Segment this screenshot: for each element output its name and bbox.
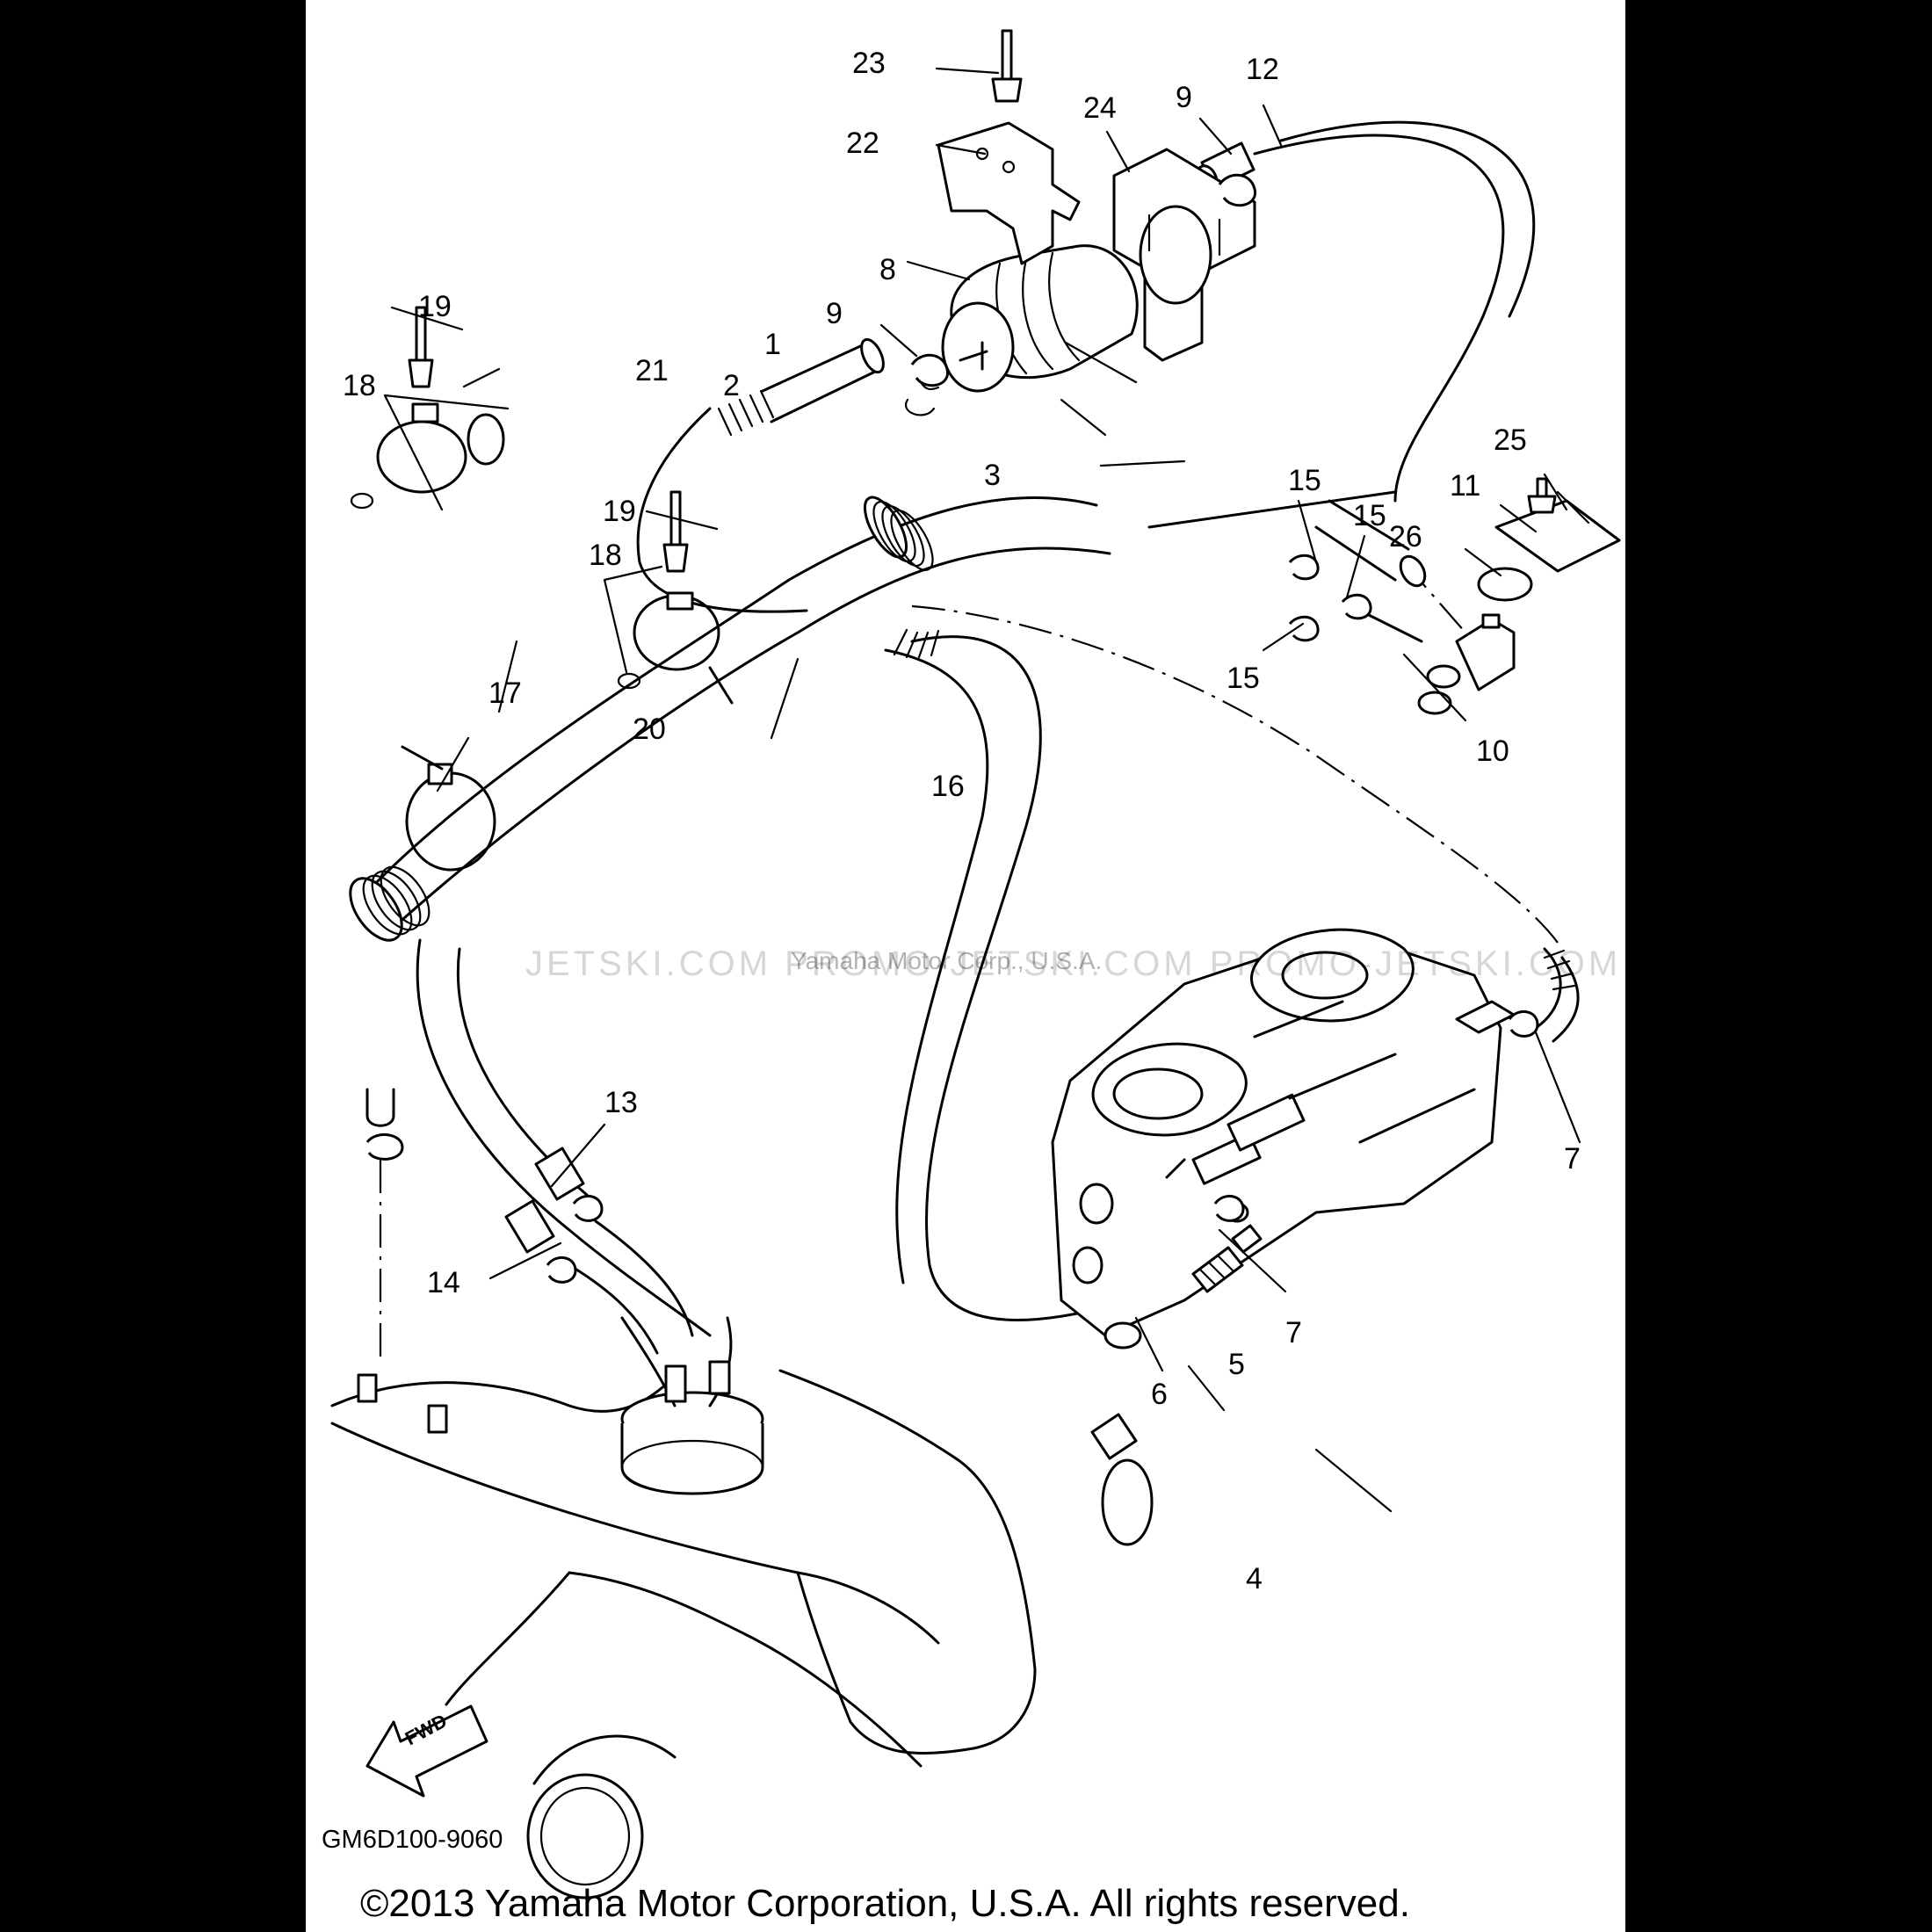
clamp-15-b (1341, 593, 1372, 620)
callout-19-top[interactable]: 19 (418, 290, 452, 323)
callout-8[interactable]: 8 (879, 253, 896, 286)
bracket-22 (937, 121, 1081, 265)
clamp-4 (1090, 1413, 1154, 1546)
hose-14 (504, 1199, 555, 1254)
callout-14[interactable]: 14 (427, 1266, 460, 1299)
callout-2[interactable]: 2 (723, 369, 740, 402)
callout-18-lower[interactable]: 18 (589, 539, 622, 572)
leader-lines (383, 67, 1590, 1513)
clamp-15-c (1288, 615, 1320, 642)
callout-25[interactable]: 25 (1494, 423, 1527, 457)
callout-4[interactable]: 4 (1246, 1562, 1263, 1596)
callout-18-top[interactable]: 18 (343, 369, 376, 402)
fuel-tank (330, 1316, 1037, 1899)
screw-25 (1527, 477, 1557, 514)
callout-23[interactable]: 23 (852, 47, 886, 80)
clamp-15-a (1288, 554, 1320, 581)
callout-16[interactable]: 16 (931, 770, 965, 803)
callout-13[interactable]: 13 (604, 1086, 638, 1119)
fitting-6 (1191, 1246, 1244, 1293)
callout-12[interactable]: 12 (1246, 53, 1279, 86)
copyright-notice: ©2013 Yamaha Motor Corporation, U.S.A. A… (360, 1882, 1410, 1925)
callout-22[interactable]: 22 (846, 127, 879, 160)
clamp-7-a (1213, 1195, 1245, 1222)
fuel-filter-8 (941, 244, 1139, 393)
callout-7-right[interactable]: 7 (1564, 1142, 1581, 1176)
clamp-7-b (1508, 1010, 1539, 1038)
callout-3[interactable]: 3 (984, 459, 1001, 492)
plate-11 (1494, 499, 1621, 573)
drawing-code: GM6D100-9060 (322, 1826, 503, 1854)
watermark-small: Yamaha Motor Corp., U.S.A. (791, 947, 1103, 974)
forward-arrow-icon (365, 1704, 488, 1798)
callout-9-top[interactable]: 9 (1176, 81, 1192, 114)
parts-diagram-sheet: JETSKI.COM PROMO-JETSKI.COM PROMO-JETSKI… (306, 0, 1625, 1932)
fuel-system-exploded-view (330, 29, 1621, 1899)
callout-19-lower[interactable]: 19 (603, 495, 636, 528)
callout-20[interactable]: 20 (633, 713, 666, 746)
bolt-23 (991, 29, 1023, 103)
callout-17[interactable]: 17 (488, 677, 522, 710)
callout-21[interactable]: 21 (635, 354, 669, 387)
main-hose-16 (349, 496, 1111, 942)
callout-6[interactable]: 6 (1151, 1378, 1168, 1411)
joint-10 (1417, 613, 1516, 715)
callout-1[interactable]: 1 (764, 328, 781, 361)
watermark: JETSKI.COM PROMO-JETSKI.COM PROMO-JETSKI… (525, 944, 1622, 983)
callout-7-lower[interactable]: 7 (1285, 1316, 1302, 1350)
callout-5[interactable]: 5 (1228, 1348, 1245, 1381)
hose-13 (534, 1147, 585, 1201)
callout-11[interactable]: 11 (1450, 469, 1481, 503)
callout-9[interactable]: 9 (826, 297, 843, 330)
callout-10[interactable]: 10 (1476, 734, 1509, 768)
carburetor-assembly (1051, 928, 1516, 1350)
nut-26 (1477, 567, 1533, 602)
callout-26[interactable]: 26 (1389, 520, 1422, 554)
clamp-17 (401, 745, 496, 872)
callout-24[interactable]: 24 (1083, 91, 1117, 125)
callout-15-c[interactable]: 15 (1226, 662, 1260, 695)
filter-bracket-24 (1112, 148, 1256, 362)
callout-15-b[interactable]: 15 (1353, 499, 1386, 532)
callout-15-a[interactable]: 15 (1288, 464, 1321, 497)
clamp-18-upper (350, 306, 505, 510)
